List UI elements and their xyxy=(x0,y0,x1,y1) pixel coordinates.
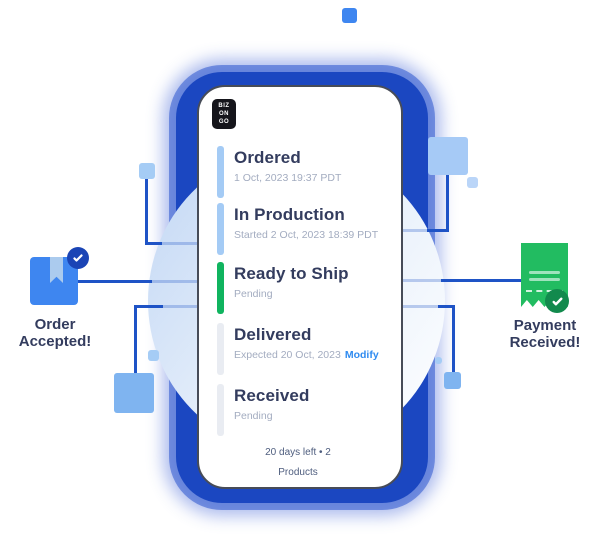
connector-line xyxy=(145,179,148,245)
connector-line xyxy=(145,242,162,245)
connector-line xyxy=(403,305,438,308)
step-title: Ready to Ship xyxy=(234,264,349,283)
receipt-line xyxy=(529,271,560,274)
step-title: Received xyxy=(234,386,310,405)
timeline-step-ordered: Ordered 1 Oct, 2023 19:37 PDT xyxy=(217,146,387,200)
connector-line xyxy=(134,305,163,308)
step-title: Ordered xyxy=(234,148,301,167)
connector-line xyxy=(403,279,441,282)
timeline-step-ready-to-ship: Ready to Ship Pending xyxy=(217,262,387,316)
receipt-dashed-line xyxy=(526,290,563,292)
step-title: In Production xyxy=(234,205,345,224)
status-bar xyxy=(217,203,224,255)
bizongo-logo: BIZ ON GO xyxy=(212,99,236,129)
decor-square xyxy=(428,137,468,175)
status-bar xyxy=(217,384,224,436)
receipt-icon xyxy=(521,243,568,307)
step-subtitle: Started 2 Oct, 2023 18:39 PDT xyxy=(234,229,379,241)
step-title: Delivered xyxy=(234,325,312,344)
step-subtitle: Pending xyxy=(234,410,273,422)
logo-line: BIZ xyxy=(218,103,230,109)
decor-square xyxy=(444,372,461,389)
connector-line xyxy=(446,174,449,232)
phone-screen: BIZ ON GO Ordered 1 Oct, 2023 19:37 PDT … xyxy=(197,85,403,489)
ribbon-icon xyxy=(50,257,63,283)
decor-square xyxy=(114,373,154,413)
connector-line xyxy=(161,305,197,308)
connector-line xyxy=(134,305,137,375)
check-badge-icon xyxy=(67,247,89,269)
decor-square xyxy=(467,177,478,188)
decor-square xyxy=(435,357,442,364)
status-bar xyxy=(217,323,224,375)
products-text: Products xyxy=(278,467,318,478)
logo-line: GO xyxy=(218,119,230,125)
connector-line xyxy=(427,229,449,232)
connector-line xyxy=(452,305,455,375)
status-bar xyxy=(217,146,224,198)
payment-received-label: Payment Received! xyxy=(509,317,581,351)
days-left-text: 20 days left • 2 xyxy=(265,447,331,458)
decor-square xyxy=(139,163,155,179)
modify-link[interactable]: Modify xyxy=(344,349,379,361)
connector-line xyxy=(151,280,197,283)
status-bar xyxy=(217,262,224,314)
decor-square xyxy=(148,350,159,361)
logo-line: ON xyxy=(219,111,229,117)
step-subtitle: Pending xyxy=(234,288,273,300)
order-accepted-label: Order Accepted! xyxy=(18,316,92,350)
timeline-step-received: Received Pending xyxy=(217,384,387,438)
connector-line xyxy=(441,279,522,282)
decor-square xyxy=(342,8,357,23)
timeline-step-in-production: In Production Started 2 Oct, 2023 18:39 … xyxy=(217,203,387,257)
receipt-line xyxy=(529,278,560,281)
connector-line xyxy=(438,305,455,308)
step-subtitle: 1 Oct, 2023 19:37 PDT xyxy=(234,172,342,184)
connector-line xyxy=(403,229,427,232)
connector-line xyxy=(77,280,152,283)
connector-line xyxy=(160,242,197,245)
check-badge-icon xyxy=(545,289,569,313)
